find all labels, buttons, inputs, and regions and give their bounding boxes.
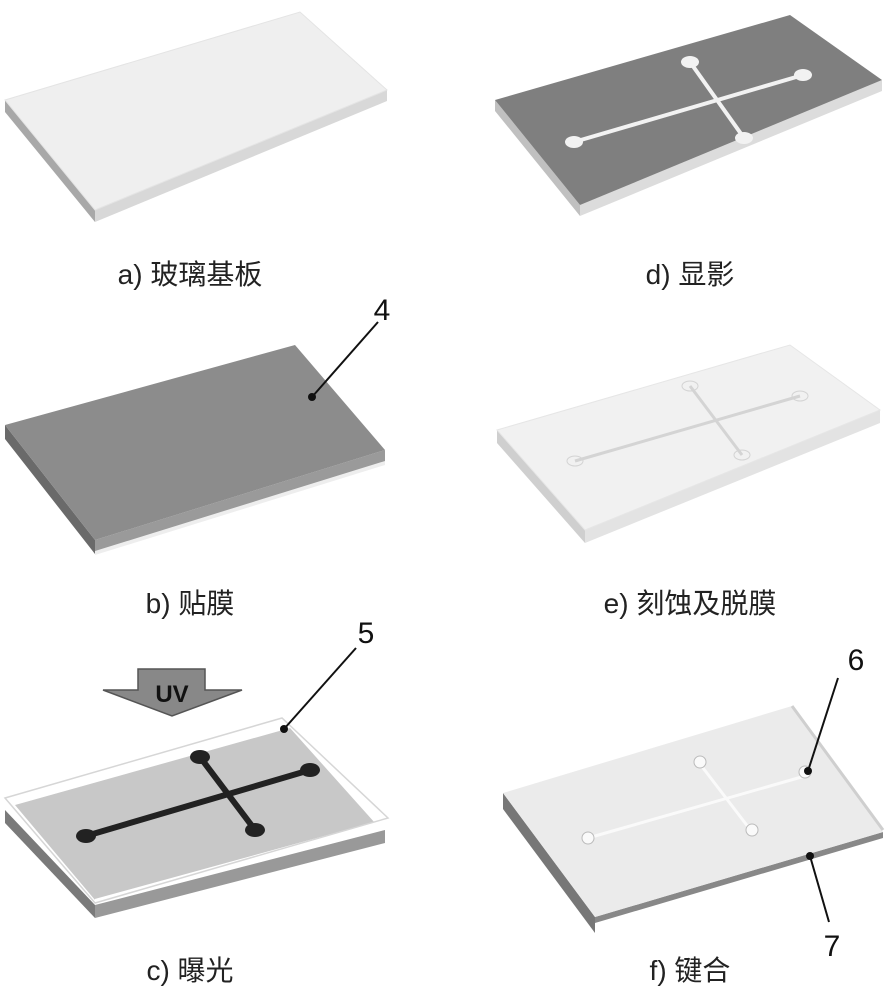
label-f: f) 键合: [650, 955, 731, 986]
panel-a-glass-substrate: [5, 12, 387, 222]
label-c: c) 曝光: [146, 955, 233, 986]
callout-6: 6: [848, 644, 865, 677]
panel-f-bonding: [503, 678, 883, 933]
label-d: d) 显影: [646, 259, 735, 290]
label-a: a) 玻璃基板: [118, 259, 263, 290]
label-e: e) 刻蚀及脱膜: [604, 588, 777, 619]
panel-c-exposure: UV: [5, 648, 388, 918]
uv-arrow: UV: [103, 669, 242, 716]
label-b: b) 贴膜: [146, 588, 235, 619]
callout-7: 7: [824, 930, 841, 963]
panel-d-development: [495, 15, 882, 216]
callout-5: 5: [358, 617, 375, 650]
panel-b-film: [5, 322, 385, 555]
uv-arrow-text: UV: [155, 681, 188, 708]
panel-e-etched: [497, 345, 880, 543]
callout-4: 4: [374, 294, 391, 327]
